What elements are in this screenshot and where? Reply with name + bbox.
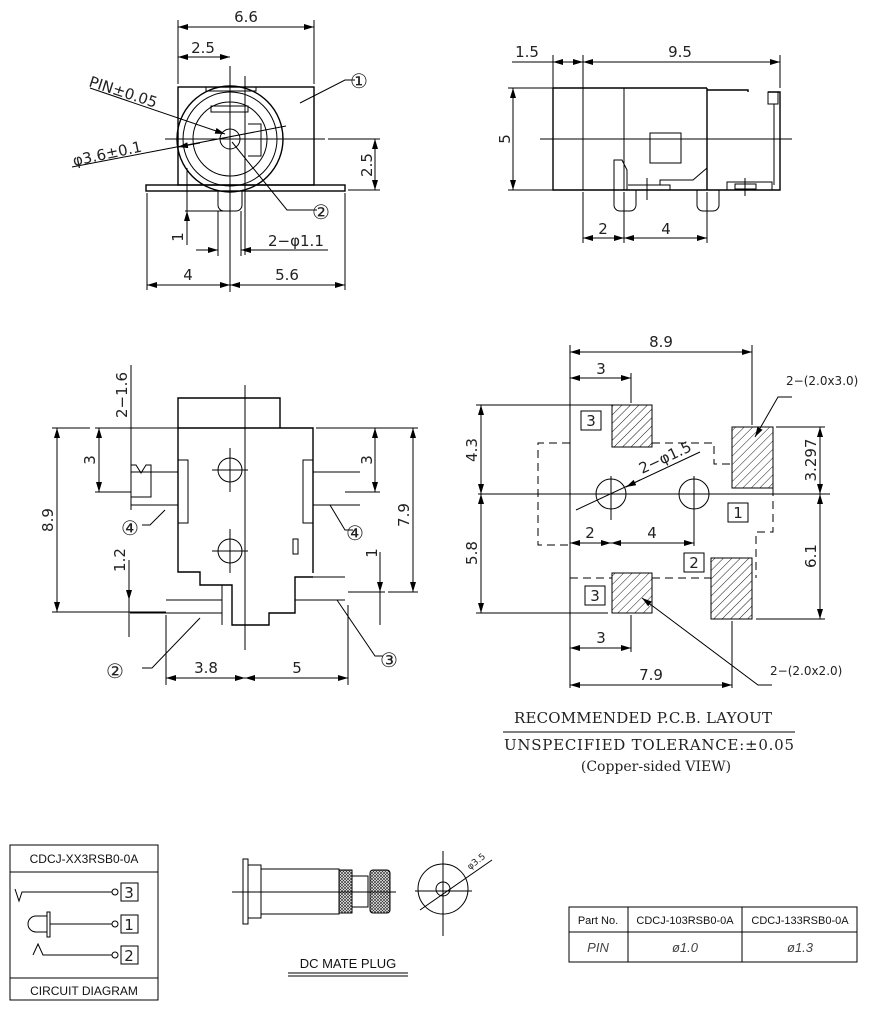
table-cell-pin-a: ø1.0	[672, 940, 699, 955]
callout-4-right: ④	[346, 521, 364, 545]
dim-right-tab-height: 1	[363, 548, 381, 558]
dim-right-tab-offset: 3	[358, 455, 376, 465]
pad-label-3-bottom: 3	[590, 587, 600, 605]
dim-pcb-bottom-width: 7.9	[639, 666, 663, 684]
pcb-tolerance: UNSPECIFIED TOLERANCE:±0.05	[504, 736, 794, 754]
dim-pcb-right-upper: 3.297	[802, 439, 820, 482]
pcb-layout: 8.9 3 3 2−(2.0x3.0) 4.3 3.297 2−φ1.5 1 2…	[463, 333, 858, 775]
dim-side-height: 5	[496, 134, 514, 144]
pad-label-1: 1	[733, 504, 743, 522]
side-view: 1.5 9.5 5 2 4	[496, 43, 792, 243]
dim-left-tab-offset: 3	[81, 455, 99, 465]
dim-pcb-lower: 5.8	[463, 541, 481, 565]
part-table: Part No. CDCJ-103RSB0-0A CDCJ-133RSB0-0A…	[568, 906, 858, 963]
dim-pin-length: 1	[169, 232, 187, 242]
dim-pcb-right-lower: 6.1	[802, 544, 820, 568]
circuit-part-number: CDCJ-XX3RSB0-0A	[30, 852, 139, 866]
dim-front-width: 6.6	[234, 8, 258, 26]
dim-right-height: 7.9	[395, 503, 413, 527]
bottom-view: 2−1.6 3 8.9 ④ 1.2 ② 3.8 5 ③ 1 ④	[39, 365, 418, 685]
circuit-diagram: CDCJ-XX3RSB0-0A 3 1 2 CIRCUIT DIAGRAM	[9, 844, 159, 1001]
pcb-view-note: (Copper-sided VIEW)	[581, 759, 731, 775]
circuit-pin-2: 2	[124, 947, 134, 965]
pcb-title: RECOMMENDED P.C.B. LAYOUT	[514, 709, 772, 727]
table-header-part-a: CDCJ-103RSB0-0A	[636, 915, 734, 927]
label-large-pad-spec: 2−(2.0x3.0)	[786, 374, 858, 388]
callout-4-left: ④	[121, 516, 139, 540]
pad-3-bottom	[611, 572, 653, 614]
label-pin-tolerance: PIN±0.05	[87, 73, 160, 112]
dim-pcb-width: 8.9	[649, 333, 673, 351]
dim-side-front: 1.5	[515, 43, 539, 61]
label-small-pad-spec: 2−(2.0x2.0)	[770, 664, 842, 678]
dim-side-length: 9.5	[668, 43, 692, 61]
pad-label-2: 2	[689, 554, 699, 572]
pad-3-top	[611, 404, 653, 448]
table-cell-pin-b: ø1.3	[787, 940, 814, 955]
dim-pcb-upper: 4.3	[463, 438, 481, 462]
dim-hole-pitch: 4	[647, 524, 657, 542]
dim-left-width: 3.8	[194, 659, 218, 677]
dim-base-right: 5.6	[275, 266, 299, 284]
dim-front-offset: 2.5	[191, 39, 215, 57]
plug-diameter: φ3.5	[466, 852, 488, 872]
dim-right-width: 5	[292, 659, 302, 677]
pad-large-bottom-right	[710, 557, 753, 620]
table-header-part-b: CDCJ-133RSB0-0A	[751, 915, 849, 927]
dim-tab-height: 1.2	[111, 548, 129, 572]
plug-title: DC MATE PLUG	[300, 956, 397, 971]
pad-label-3-top: 3	[586, 412, 596, 430]
dim-hole-offset: 2	[585, 524, 595, 542]
dim-side-pin-pitch: 4	[661, 220, 671, 238]
callout-3: ③	[380, 648, 398, 672]
circuit-footer: CIRCUIT DIAGRAM	[30, 984, 138, 998]
dim-side-pin-offset: 2	[598, 220, 608, 238]
label-bore-diameter: φ3.6±0.1	[71, 138, 143, 170]
circuit-pin-1: 1	[124, 916, 134, 934]
front-view: 6.6 2.5 PIN±0.05 φ3.6±0.1 ① ② 2.5 1 2−φ1…	[71, 8, 380, 292]
callout-2: ②	[312, 200, 330, 224]
dim-tab-width: 2−1.6	[113, 372, 131, 418]
dim-front-height: 2.5	[358, 153, 376, 177]
dim-pad3-top-offset: 3	[596, 360, 606, 378]
table-row-label: PIN	[587, 940, 609, 955]
dim-left-height: 8.9	[39, 508, 57, 532]
table-header-part-no: Part No.	[578, 915, 618, 927]
circuit-pin-3: 3	[124, 884, 134, 902]
dc-mate-plug: φ3.5 DC MATE PLUG	[232, 851, 493, 977]
pad-large-top-right	[731, 426, 774, 489]
dim-pad3-bottom-offset: 3	[596, 629, 606, 647]
callout-1: ①	[350, 69, 368, 93]
dim-base-left: 4	[183, 266, 193, 284]
callout-2-bottom: ②	[106, 659, 124, 683]
dim-pin-diameter: 2−φ1.1	[268, 232, 324, 250]
